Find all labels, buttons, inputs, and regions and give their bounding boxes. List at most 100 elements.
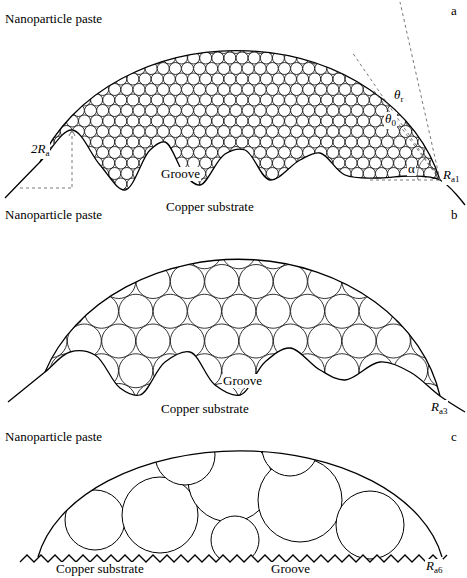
particle: [109, 189, 121, 201]
particle: [33, 265, 67, 299]
particle: [321, 52, 333, 64]
particle: [242, 21, 254, 33]
particle: [248, 136, 260, 148]
particle: [321, 136, 333, 148]
particle: [309, 73, 321, 85]
particle: [157, 189, 169, 201]
particle: [175, 136, 187, 148]
particle: [169, 84, 181, 96]
particle: [333, 31, 345, 43]
particle: [188, 73, 200, 85]
particle: [309, 178, 321, 190]
particle: [308, 324, 342, 358]
particle: [303, 147, 315, 159]
particle: [145, 126, 157, 138]
particle: [388, 63, 400, 75]
particle: [36, 126, 48, 138]
particle: [145, 42, 157, 54]
particle: [424, 42, 436, 54]
particle: [85, 105, 97, 117]
particle: [260, 31, 272, 43]
particle: [291, 126, 303, 138]
particle: [182, 84, 194, 96]
subscript: 0: [391, 118, 396, 128]
paste-outline-c: [38, 451, 442, 557]
particle: [381, 52, 393, 64]
particle: [333, 52, 345, 64]
particle: [67, 384, 101, 418]
particle: [109, 21, 121, 33]
particle: [272, 73, 284, 85]
particle: [222, 294, 256, 328]
particle: [273, 324, 307, 358]
roughness-label: Ra3: [430, 400, 448, 417]
particle: [436, 21, 448, 33]
particle: [430, 73, 442, 85]
particle: [260, 73, 272, 85]
particle: [194, 189, 206, 201]
particle: [119, 294, 153, 328]
particle: [291, 168, 303, 180]
particle: [342, 324, 376, 358]
particle: [303, 63, 315, 75]
particle: [381, 73, 393, 85]
particle: [430, 31, 442, 43]
particle: [254, 126, 266, 138]
particle: [121, 147, 133, 159]
particle: [278, 63, 290, 75]
particle: [139, 94, 151, 106]
particle: [163, 31, 175, 43]
particle: [375, 21, 387, 33]
particle: [30, 31, 42, 43]
particle: [145, 189, 157, 201]
symbol: R: [426, 558, 434, 573]
particle: [182, 147, 194, 159]
particle: [230, 147, 242, 159]
particle: [248, 94, 260, 106]
particle: [369, 136, 381, 148]
particle: [169, 126, 181, 138]
particle: [230, 105, 242, 117]
particle: [103, 136, 115, 148]
particle: [30, 73, 42, 85]
particle: [103, 157, 115, 169]
panel-letter: b: [450, 208, 459, 222]
roughness-horizontal: [20, 188, 72, 189]
particle: [400, 42, 412, 54]
particle: [248, 10, 260, 22]
particle: [339, 84, 351, 96]
particle: [230, 21, 242, 33]
particle: [303, 105, 315, 117]
particle: [42, 115, 54, 127]
particle: [153, 235, 187, 269]
particle: [291, 42, 303, 54]
particle: [103, 178, 115, 190]
substrate-label: Copper substrate: [160, 402, 250, 416]
particle: [363, 21, 375, 33]
particle: [72, 63, 84, 75]
particle: [285, 10, 297, 22]
particle: [339, 42, 351, 54]
particle: [291, 235, 325, 269]
particle: [400, 105, 412, 117]
particle: [60, 168, 72, 180]
particle: [424, 63, 436, 75]
particle: [381, 10, 393, 22]
particle: [436, 126, 448, 138]
particle: [200, 115, 212, 127]
roughness-label: Ra6: [425, 559, 443, 576]
particle: [303, 21, 315, 33]
particle: [60, 63, 72, 75]
particle: [139, 31, 151, 43]
particle: [321, 115, 333, 127]
particle: [230, 63, 242, 75]
particle: [169, 42, 181, 54]
particle: [309, 31, 321, 43]
particle: [321, 31, 333, 43]
particle: [60, 147, 72, 159]
particle: [333, 115, 345, 127]
particle: [188, 136, 200, 148]
particle: [224, 73, 236, 85]
particle: [388, 189, 400, 201]
particle: [291, 63, 303, 75]
